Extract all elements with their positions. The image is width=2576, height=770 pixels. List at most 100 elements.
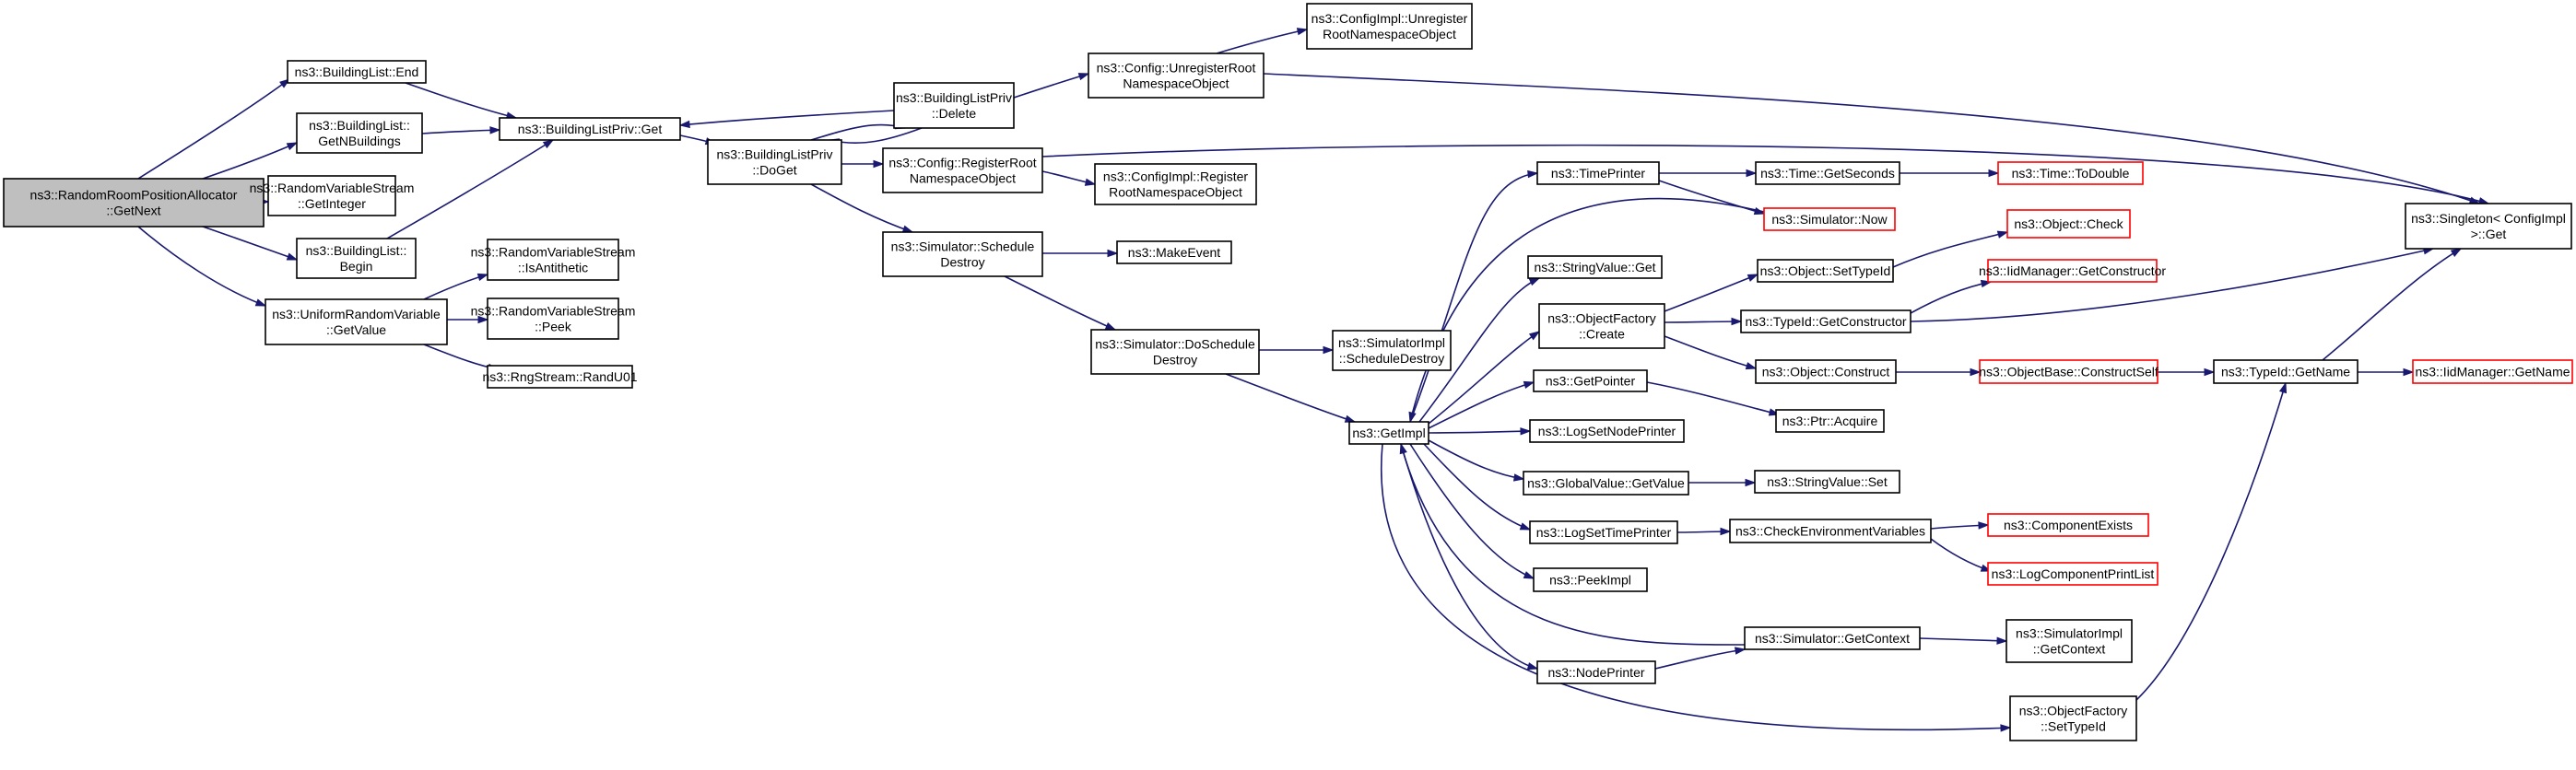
node-logcompprint[interactable]: ns3::LogComponentPrintList (1987, 562, 2158, 586)
arrowhead-typeid_getname (2278, 381, 2288, 394)
node-label: ::ScheduleDestroy (1339, 351, 1444, 366)
arrowhead-getimpl (1408, 411, 1417, 424)
node-rvs-isanti[interactable]: ns3::RandomVariableStream::IsAntithetic (471, 239, 636, 281)
node-rvs-getint[interactable]: ns3::RandomVariableStream::GetInteger (250, 175, 415, 216)
node-obj-check[interactable]: ns3::Object::Check (2006, 209, 2131, 239)
edge-getpointer-to-ptr_acquire (1646, 381, 1781, 416)
node-compexists[interactable]: ns3::ComponentExists (1987, 513, 2149, 537)
node-label: RootNamespaceObject (1323, 27, 1456, 41)
node-bl-getn[interactable]: ns3::BuildingList::GetNBuildings (296, 112, 423, 154)
node-label: ns3::PeekImpl (1549, 573, 1631, 588)
node-typeid-getctor[interactable]: ns3::TypeId::GetConstructor (1740, 309, 1911, 333)
node-label: ns3::TypeId::GetConstructor (1745, 314, 1906, 329)
node-getimpl[interactable]: ns3::GetImpl (1348, 421, 1429, 445)
node-blp-delete[interactable]: ns3::BuildingListPriv::Delete (893, 82, 1015, 129)
node-time-todouble[interactable]: ns3::Time::ToDouble (1997, 161, 2144, 185)
node-objbase-cs[interactable]: ns3::ObjectBase::ConstructSelf (1979, 359, 2158, 384)
node-label: ns3::ObjectFactory (2019, 704, 2128, 718)
arrowhead-gv_getvalue (1512, 473, 1525, 482)
node-label: ::DoGet (752, 163, 796, 178)
node-rvs-peek[interactable]: ns3::RandomVariableStream::Peek (471, 298, 636, 340)
arrowhead-rvs_peek (477, 315, 489, 324)
node-logsettime[interactable]: ns3::LogSetTimePrinter (1529, 520, 1678, 544)
node-stringvalue-get[interactable]: ns3::StringValue::Get (1527, 255, 1663, 279)
node-cfg-unreg[interactable]: ns3::Config::UnregisterRootNamespaceObje… (1088, 52, 1264, 99)
node-of-settypeid[interactable]: ns3::ObjectFactory::SetTypeId (2009, 695, 2137, 741)
node-singleton-get[interactable]: ns3::Singleton< ConfigImpl>::Get (2405, 203, 2572, 250)
node-label: ns3::ObjectFactory (1547, 311, 1656, 326)
edge-blp_delete-to-cfg_unreg (1013, 73, 1090, 99)
arrowhead-obj_construct (1745, 362, 1758, 370)
node-label: ns3::Simulator::GetContext (1755, 631, 1910, 646)
edge-getimpl-to-timeprinter (1409, 169, 1539, 423)
arrowhead-obj_check (1996, 230, 2009, 239)
arrowhead-makeevent (1107, 249, 1119, 258)
node-label: ns3::Object::SetTypeId (1760, 263, 1891, 278)
node-stringvalue-set[interactable]: ns3::StringValue::Set (1754, 470, 1900, 494)
node-peekimpl[interactable]: ns3::PeekImpl (1533, 567, 1648, 592)
node-blp-get[interactable]: ns3::BuildingListPriv::Get (499, 117, 681, 141)
node-label: ns3::RngStream::RandU01 (482, 369, 637, 384)
arrowhead-blp_get (678, 120, 690, 129)
node-iid-getname[interactable]: ns3::IidManager::GetName (2412, 359, 2573, 384)
node-logsetnode[interactable]: ns3::LogSetNodePrinter (1529, 419, 1685, 443)
edge-blp_delete-to-blp_get (678, 110, 895, 129)
node-obj-settypeid[interactable]: ns3::Object::SetTypeId (1757, 259, 1894, 283)
node-label: ns3::Singleton< ConfigImpl (2411, 211, 2566, 226)
node-root[interactable]: ns3::RandomRoomPositionAllocator::GetNex… (3, 178, 265, 228)
node-label: ns3::RandomVariableStream (250, 181, 415, 195)
node-label: ::GetContext (2033, 642, 2106, 657)
node-rng-randu01[interactable]: ns3::RngStream::RandU01 (482, 365, 638, 389)
node-sim-schedd[interactable]: ns3::Simulator::ScheduleDestroy (882, 231, 1043, 277)
node-label: ns3::BuildingList:: (309, 118, 410, 133)
node-bl-begin[interactable]: ns3::BuildingList::Begin (296, 238, 417, 279)
node-label: ns3::CheckEnvironmentVariables (1735, 524, 1925, 539)
node-label: ns3::SimulatorImpl (2016, 626, 2123, 641)
edge-objbase_cs-to-typeid_getname (2157, 368, 2216, 377)
node-label: ns3::GlobalValue::GetValue (1527, 476, 1685, 491)
node-urv-getvalue[interactable]: ns3::UniformRandomVariable::GetValue (265, 298, 448, 345)
node-cfgimpl-reg[interactable]: ns3::ConfigImpl::RegisterRootNamespaceOb… (1094, 163, 1257, 205)
node-timeprinter[interactable]: ns3::TimePrinter (1536, 161, 1660, 185)
node-iid-getctor[interactable]: ns3::IidManager::GetConstructor (1979, 259, 2166, 283)
arrowhead-timeprinter (1527, 169, 1539, 179)
arrowhead-singleton_get (2450, 248, 2463, 258)
edge-checkenv-to-logcompprint (1930, 538, 1993, 572)
node-cfgimpl-unreg[interactable]: ns3::ConfigImpl::UnregisterRootNamespace… (1306, 3, 1473, 50)
arrowhead-logsetnode (1520, 427, 1532, 436)
edge-root-to-bl_end (137, 78, 291, 180)
edge-sim_doschedd-to-getimpl (1225, 373, 1357, 423)
node-label: ::GetInteger (298, 196, 366, 211)
edge-urv_getvalue-to-rvs_peek (446, 315, 489, 324)
arrowhead-cfgimpl_unreg (1296, 28, 1309, 36)
edge-cfg_regroot-to-cfgimpl_reg (1041, 170, 1097, 186)
node-simimpl-getcontext[interactable]: ns3::SimulatorImpl::GetContext (2006, 619, 2133, 663)
node-bl-end[interactable]: ns3::BuildingList::End (287, 60, 427, 84)
node-blp-doget[interactable]: ns3::BuildingListPriv::DoGet (707, 139, 842, 185)
edge-sim_doschedd-to-simimpl_schedd (1258, 345, 1335, 355)
node-time-getseconds[interactable]: ns3::Time::GetSeconds (1755, 161, 1900, 185)
node-gv-getvalue[interactable]: ns3::GlobalValue::GetValue (1523, 471, 1689, 496)
node-of-create[interactable]: ns3::ObjectFactory::Create (1538, 303, 1665, 349)
node-getpointer[interactable]: ns3::GetPointer (1533, 369, 1648, 392)
node-typeid-getname[interactable]: ns3::TypeId::GetName (2213, 359, 2358, 384)
node-nodeprinter[interactable]: ns3::NodePrinter (1536, 660, 1656, 684)
node-ptr-acquire[interactable]: ns3::Ptr::Acquire (1775, 409, 1885, 433)
node-label: ns3::Simulator::Now (1771, 212, 1888, 227)
node-label: ns3::StringValue::Get (1534, 260, 1655, 274)
node-simimpl-schedd[interactable]: ns3::SimulatorImpl::ScheduleDestroy (1332, 330, 1452, 371)
arrowhead-rvs_isanti (476, 273, 489, 281)
arrowhead-of_settypeid (2000, 724, 2012, 732)
edge-urv_getvalue-to-rng_randu01 (423, 344, 500, 371)
edge-sim_schedd-to-makeevent (1041, 249, 1119, 258)
node-checkenv[interactable]: ns3::CheckEnvironmentVariables (1729, 519, 1932, 543)
node-sim-now[interactable]: ns3::Simulator::Now (1763, 207, 1896, 231)
node-sim-getcontext[interactable]: ns3::Simulator::GetContext (1744, 626, 1921, 650)
node-label: ns3::LogSetNodePrinter (1538, 424, 1676, 438)
arrowhead-nodeprinter (1526, 662, 1539, 671)
node-makeevent[interactable]: ns3::MakeEvent (1116, 240, 1232, 264)
node-obj-construct[interactable]: ns3::Object::Construct (1755, 359, 1897, 384)
arrowhead-typeid_getname (2204, 368, 2216, 377)
